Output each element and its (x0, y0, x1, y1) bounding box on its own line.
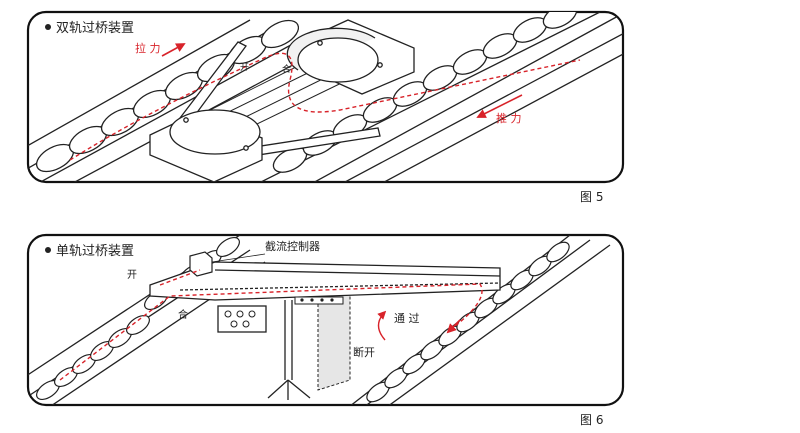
push-arrow (476, 94, 523, 118)
gate-panel (317, 289, 351, 391)
controller-leader-line (211, 253, 266, 263)
right-rollers-6 (366, 241, 570, 403)
figure-6-drawing (28, 235, 611, 405)
open-label-6: 开 (127, 270, 137, 281)
close-label-6: 合 (178, 308, 188, 321)
figure-5-drawing (28, 12, 623, 182)
pass-label: 通 过 (394, 312, 420, 325)
push-label: 推 力 (496, 111, 522, 125)
pull-arrow (161, 43, 186, 57)
figure-5-caption: 图 5 (580, 190, 603, 204)
coupling-strip (294, 296, 344, 305)
coupling-bolts (300, 298, 334, 302)
figure-6-caption: 图 6 (580, 413, 603, 427)
figure-5-bullet (45, 24, 51, 30)
figure-6-title: 单轨过桥装置 (56, 244, 134, 259)
lower-turntable (149, 109, 263, 182)
bridge-beam (149, 261, 501, 301)
controller-box (189, 251, 213, 277)
figure-6-panel: 单轨过桥装置 截流控制器 开 合 通 过 断开 图 6 (26, 233, 625, 427)
stand-holes (224, 310, 256, 328)
support-stand (217, 300, 311, 400)
disconnect-arrow (377, 310, 387, 341)
figure-5-panel: 双轨过桥装置 拉 力 推 力 开 合 图 5 (26, 10, 625, 204)
open-label: 开 (240, 62, 249, 73)
flow-path (69, 52, 581, 161)
figure-6-bullet (45, 247, 51, 253)
flow-path-6 (59, 269, 483, 381)
pass-arrow-tip (446, 319, 461, 334)
disconnect-label: 断开 (353, 345, 375, 359)
figure-5-title: 双轨过桥装置 (56, 21, 134, 36)
pull-label: 拉 力 (135, 41, 161, 55)
close-label: 合 (282, 63, 291, 75)
upper-turntable (286, 19, 415, 95)
controller-label: 截流控制器 (265, 239, 320, 253)
